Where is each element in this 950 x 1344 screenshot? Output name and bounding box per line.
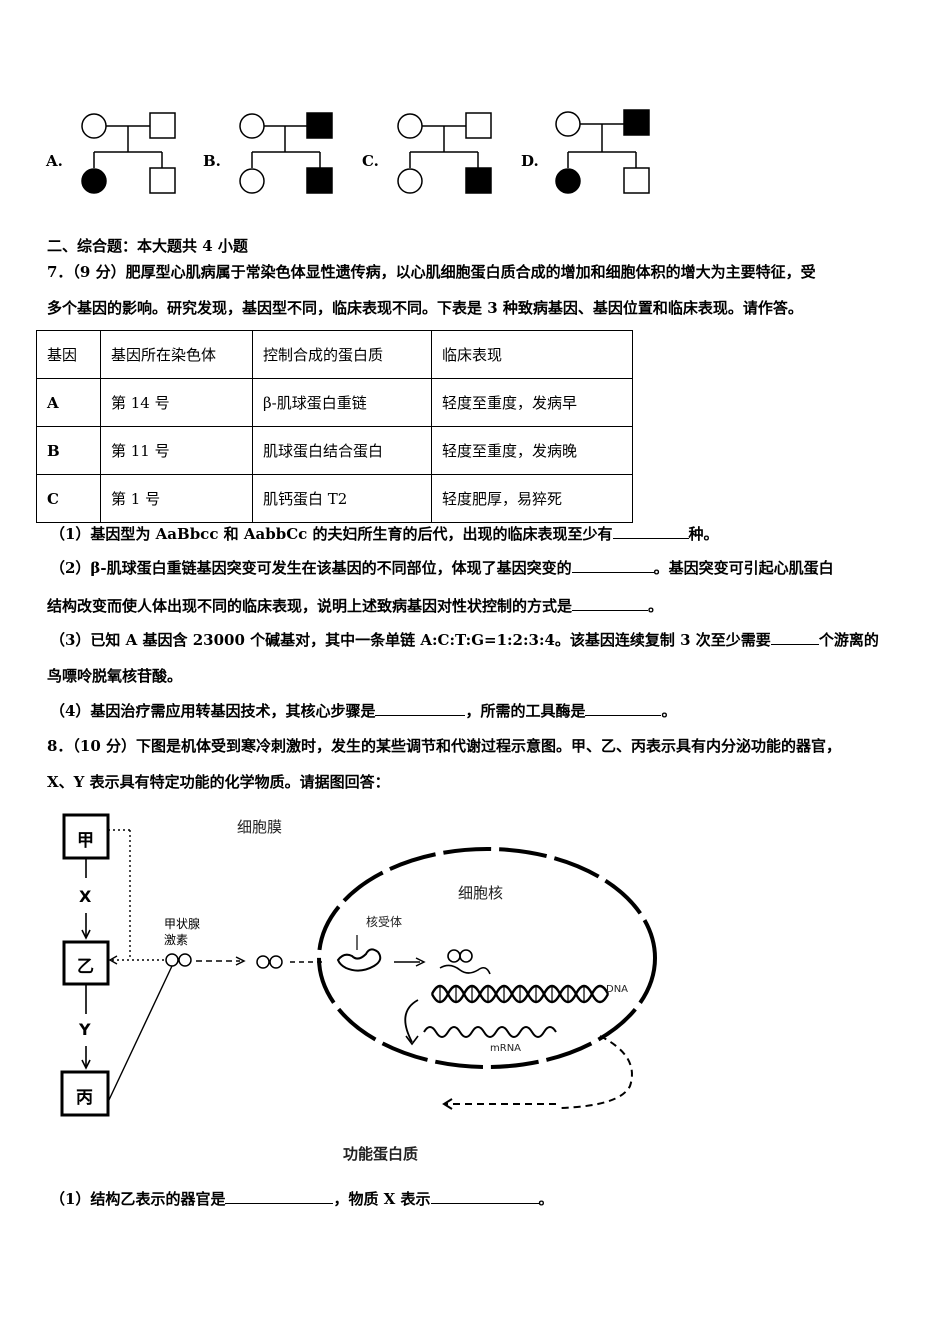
option-b-label: B. [203, 152, 221, 170]
answer-blank[interactable] [585, 701, 662, 716]
q7-stem-line2: 多个基因的影响。研究发现，基因型不同，临床表现不同。下表是 3 种致病基因、基因… [47, 299, 803, 317]
label-jia: 甲 [77, 831, 94, 851]
table-header-cell: 基因所在染色体 [100, 330, 253, 379]
q7-sub2-line2: 结构改变而使人体出现不同的临床表现，说明上述致病基因对性状控制的方式是 。 [47, 596, 663, 616]
table-cell: 肌球蛋白结合蛋白 [252, 426, 432, 475]
q7-sub4-mid: ，所需的工具酶是 [465, 702, 586, 720]
answer-blank[interactable] [430, 1189, 539, 1204]
table-header-cell: 基因 [36, 330, 101, 379]
q7-sub2-line2-tail: 。 [648, 597, 664, 615]
q7-sub4-text: （4）基因治疗需应用转基因技术，其核心步骤是 [50, 702, 376, 720]
pedigree-options [81, 109, 650, 194]
q7-sub4: （4）基因治疗需应用转基因技术，其核心步骤是 ，所需的工具酶是 。 [50, 701, 676, 721]
label-y: Y [79, 1020, 91, 1039]
q8-stem-line1: 8．（10 分）下图是机体受到寒冷刺激时，发生的某些调节和代谢过程示意图。甲、乙… [47, 737, 842, 755]
table-cell: 肌钙蛋白 T2 [252, 474, 432, 523]
table-row: A 第 14 号 β-肌球蛋白重链 轻度至重度，发病早 [36, 378, 633, 427]
q7-sub1-tail: 种。 [688, 525, 719, 543]
table-cell: C [36, 474, 101, 523]
label-x: X [79, 887, 92, 906]
option-c-label: C. [362, 152, 379, 170]
q7-sub3-tail: 个游离的 [818, 631, 879, 649]
label-yi: 乙 [77, 957, 94, 977]
label-hormone-2: 激素 [164, 933, 189, 947]
gene-table: 基因 基因所在染色体 控制合成的蛋白质 临床表现 A 第 14 号 β-肌球蛋白… [36, 330, 633, 523]
label-receptor: 核受体 [366, 915, 403, 929]
table-header-row: 基因 基因所在染色体 控制合成的蛋白质 临床表现 [36, 330, 633, 379]
option-d-label: D. [521, 152, 539, 170]
table-row: B 第 11 号 肌球蛋白结合蛋白 轻度至重度，发病晚 [36, 426, 633, 475]
q7-sub3-text: （3）已知 A 基因含 23000 个碱基对，其中一条单链 A:C:T:G=1:… [50, 631, 771, 649]
pedigree-a [81, 112, 176, 194]
q8-sub1: （1）结构乙表示的器官是 ，物质 X 表示 。 [50, 1189, 554, 1209]
q7-sub2-tail: 。基因突变可引起心肌蛋白 [653, 559, 834, 577]
q7-sub1-text: （1）基因型为 AaBbcc 和 AabbCc 的夫妇所生育的后代，出现的临床表… [50, 525, 613, 543]
q7-sub4-tail: 。 [661, 702, 677, 720]
regulation-diagram [60, 813, 657, 1117]
q7-sub2-line2-text: 结构改变而使人体出现不同的临床表现，说明上述致病基因对性状控制的方式是 [47, 597, 573, 615]
table-cell: 轻度至重度，发病晚 [431, 426, 633, 475]
label-nucleus: 细胞核 [458, 884, 504, 902]
q7-sub1: （1）基因型为 AaBbcc 和 AabbCc 的夫妇所生育的后代，出现的临床表… [50, 524, 719, 544]
table-header-cell: 临床表现 [431, 330, 633, 379]
label-dna: DNA [606, 984, 629, 995]
pedigree-b [239, 112, 333, 194]
answer-blank[interactable] [571, 558, 654, 573]
answer-blank[interactable] [225, 1189, 334, 1204]
label-mrna: mRNA [490, 1043, 522, 1054]
q8-stem-line2: X、Y 表示具有特定功能的化学物质。请据图回答： [47, 773, 390, 791]
section-heading: 二、综合题：本大题共 4 小题 [47, 237, 248, 255]
table-row: C 第 1 号 肌钙蛋白 T2 轻度肥厚，易猝死 [36, 474, 633, 523]
q8-sub1-mid: ，物质 X 表示 [333, 1190, 431, 1208]
table-cell: 轻度肥厚，易猝死 [431, 474, 633, 523]
table-cell: B [36, 426, 101, 475]
table-cell: β-肌球蛋白重链 [252, 378, 432, 427]
pedigree-d [555, 109, 650, 194]
table-header-cell: 控制合成的蛋白质 [252, 330, 432, 379]
table-cell: 第 11 号 [100, 426, 253, 475]
q7-stem-text1: 7．（9 分）肥厚型心肌病属于常染色体显性遗传病，以心肌细胞蛋白质合成的增加和细… [47, 263, 816, 281]
option-a-label: A. [46, 152, 63, 170]
table-cell: A [36, 378, 101, 427]
q8-sub1-text: （1）结构乙表示的器官是 [50, 1190, 226, 1208]
q7-sub2-text: （2）β-肌球蛋白重链基因突变可发生在该基因的不同部位，体现了基因突变的 [50, 559, 572, 577]
q8-sub1-tail: 。 [538, 1190, 554, 1208]
q7-sub3-line2: 鸟嘌呤脱氧核苷酸。 [47, 667, 183, 685]
box-bing [60, 1070, 110, 1117]
q7-stem-line1: 7．（9 分）肥厚型心肌病属于常染色体显性遗传病，以心肌细胞蛋白质合成的增加和细… [47, 262, 816, 282]
answer-blank[interactable] [612, 524, 689, 539]
label-hormone-1: 甲状腺 [164, 917, 201, 931]
label-cell-membrane: 细胞膜 [237, 818, 283, 836]
table-cell: 第 14 号 [100, 378, 253, 427]
q7-sub2-line1: （2）β-肌球蛋白重链基因突变可发生在该基因的不同部位，体现了基因突变的 。基因突… [50, 558, 834, 578]
label-functional-protein: 功能蛋白质 [343, 1145, 419, 1163]
answer-blank[interactable] [375, 701, 466, 716]
pedigree-c [397, 112, 492, 194]
table-cell: 第 1 号 [100, 474, 253, 523]
label-bing: 丙 [76, 1088, 93, 1108]
q7-sub3-line1: （3）已知 A 基因含 23000 个碱基对，其中一条单链 A:C:T:G=1:… [50, 630, 879, 650]
answer-blank[interactable] [572, 596, 649, 611]
answer-blank[interactable] [770, 630, 819, 645]
table-cell: 轻度至重度，发病早 [431, 378, 633, 427]
